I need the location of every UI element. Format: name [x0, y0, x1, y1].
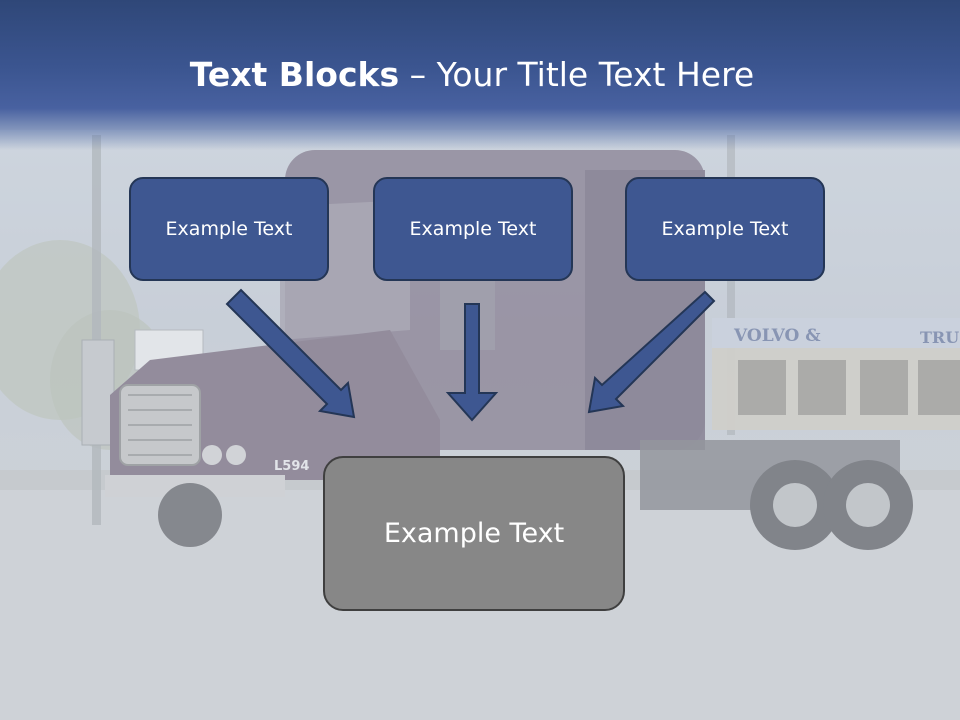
text-block-center[interactable]: Example Text — [373, 177, 573, 281]
arrow-center — [445, 303, 499, 422]
slide-title: Text Blocks – Your Title Text Here — [0, 52, 944, 98]
text-block-left[interactable]: Example Text — [129, 177, 329, 281]
title-banner — [0, 0, 960, 150]
arrow-left — [225, 288, 356, 419]
sign-text: VOLVO & — [733, 326, 821, 346]
truck-number: L594 — [274, 459, 309, 474]
title-bold: Text Blocks — [189, 55, 400, 94]
arrow-right — [587, 290, 716, 414]
text-block-bottom[interactable]: Example Text — [323, 456, 625, 611]
title-rest: Your Title Text Here — [436, 55, 755, 94]
text-block-right[interactable]: Example Text — [625, 177, 825, 281]
title-separator: – — [399, 55, 437, 94]
sign-text-2: TRU — [920, 328, 959, 347]
